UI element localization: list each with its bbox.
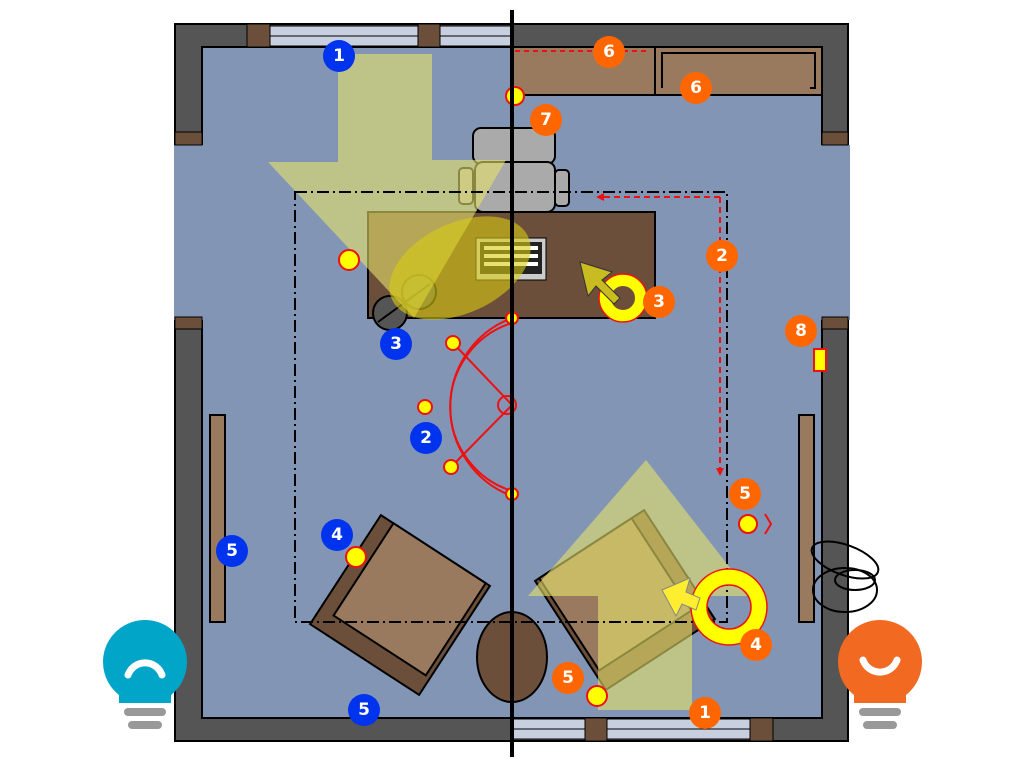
marker-blue-3: 3 [380, 328, 412, 360]
marker-blue-2: 2 [410, 422, 442, 454]
plant-scribble [810, 540, 880, 613]
marker-orange-5b: 5 [552, 662, 584, 694]
desk-light-spot [389, 216, 531, 320]
marker-blue-4: 4 [321, 519, 353, 551]
svg-text:7: 7 [540, 110, 552, 130]
left-opening [174, 145, 204, 320]
svg-text:2: 2 [420, 428, 432, 448]
marker-blue-5: 5 [216, 535, 248, 567]
marker-blue-5b: 5 [348, 694, 380, 726]
svg-text:3: 3 [653, 292, 665, 312]
marker-orange-2: 2 [706, 240, 738, 272]
side-table-right [798, 414, 815, 623]
marker-orange-1: 1 [689, 697, 721, 729]
svg-text:1: 1 [333, 46, 345, 66]
ring-light [691, 569, 767, 645]
top-window [246, 23, 513, 48]
cabinet-left [511, 46, 656, 96]
svg-text:6: 6 [603, 42, 615, 62]
marker-orange-3: 3 [643, 286, 675, 318]
svg-text:5: 5 [226, 541, 238, 561]
marker-orange-6: 6 [593, 36, 625, 68]
right-opening [820, 145, 850, 320]
light-cone-bottom [528, 460, 752, 710]
ring-light [599, 274, 647, 322]
svg-text:5: 5 [358, 700, 370, 720]
svg-text:3: 3 [390, 334, 402, 354]
lightbulb-icon [837, 620, 923, 729]
bottom-window [511, 717, 774, 742]
marker-orange-5: 5 [729, 478, 761, 510]
svg-text:5: 5 [562, 668, 574, 688]
marker-orange-8: 8 [785, 315, 817, 347]
marker-orange-7: 7 [530, 104, 562, 136]
svg-text:4: 4 [750, 635, 762, 655]
svg-text:5: 5 [739, 484, 751, 504]
side-table-left [209, 414, 226, 623]
marker-orange-6b: 6 [680, 72, 712, 104]
svg-text:8: 8 [795, 321, 807, 341]
lightbulb-icon [102, 620, 188, 729]
svg-text:4: 4 [331, 525, 343, 545]
marker-blue-1: 1 [323, 40, 355, 72]
svg-text:6: 6 [690, 78, 702, 98]
switch-icon [813, 348, 827, 372]
svg-text:2: 2 [716, 246, 728, 266]
svg-text:1: 1 [699, 703, 711, 723]
marker-orange-4: 4 [740, 629, 772, 661]
swing-arc [449, 317, 517, 497]
